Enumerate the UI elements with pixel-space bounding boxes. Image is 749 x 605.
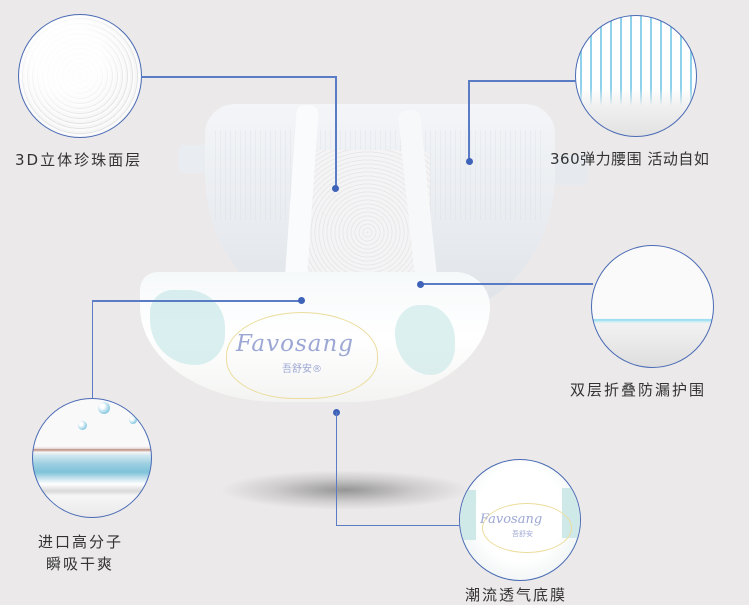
callout-dot-leakguard bbox=[416, 280, 424, 288]
callout-line-leakguard bbox=[420, 283, 593, 285]
callout-line-film bbox=[336, 524, 460, 526]
film-logo-cn: 吾舒安 bbox=[512, 530, 533, 538]
brand-logo-frame bbox=[226, 312, 378, 399]
feature-label-absorb-line1: 进口高分子 bbox=[38, 533, 124, 551]
brand-logo-cn: 吾舒安® bbox=[282, 364, 322, 375]
callout-line-film-vertical bbox=[335, 412, 337, 525]
callout-dot-pearl bbox=[332, 184, 339, 192]
callout-line-pearl-vertical bbox=[335, 76, 337, 186]
callout-line-elastic bbox=[469, 80, 576, 82]
leak-guard-closeup-icon bbox=[591, 245, 714, 368]
feature-label-leakguard: 双层折叠防漏护围 bbox=[570, 381, 707, 399]
feature-label-pearl: 3D立体珍珠面层 bbox=[15, 151, 143, 169]
callout-dot-absorb bbox=[297, 297, 305, 304]
feature-label-absorb-line2: 瞬吸干爽 bbox=[46, 555, 115, 573]
pearl-texture-closeup-icon bbox=[18, 14, 142, 138]
callout-line-elastic-vertical bbox=[468, 80, 470, 159]
callout-line-pearl bbox=[141, 76, 337, 78]
film-logo-en: Favosang bbox=[480, 512, 543, 527]
feature-label-film: 潮流透气底膜 bbox=[465, 586, 568, 604]
callout-line-absorb bbox=[92, 300, 302, 302]
callout-line-absorb-vertical bbox=[91, 300, 93, 399]
feature-label-elastic: 360弹力腰围 活动自如 bbox=[550, 150, 710, 168]
absorbent-polymer-closeup-icon bbox=[32, 398, 152, 518]
elastic-stripes-closeup-icon bbox=[575, 15, 697, 137]
product-shadow bbox=[220, 470, 470, 510]
brand-logo-en: Favosang bbox=[236, 331, 355, 357]
callout-dot-elastic bbox=[465, 157, 473, 165]
breathable-film-closeup-icon: Favosang 吾舒安 bbox=[459, 459, 581, 581]
